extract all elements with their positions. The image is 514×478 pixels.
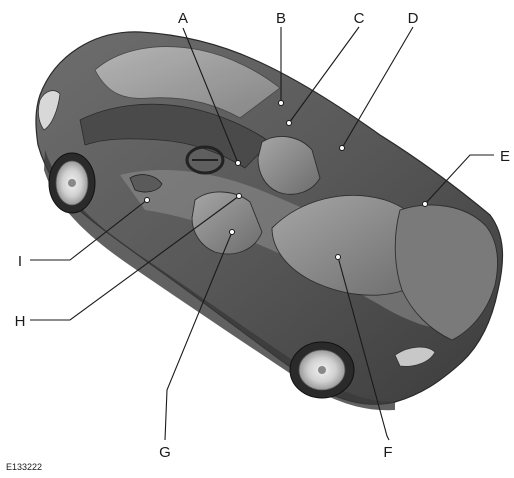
- steering-wheel: [185, 145, 225, 175]
- callout-h: H: [15, 313, 26, 330]
- side-mirror: [129, 174, 163, 193]
- front-left-seat: [191, 191, 263, 255]
- callout-a: A: [178, 10, 188, 27]
- callout-d: D: [408, 10, 419, 27]
- callout-c: C: [354, 10, 365, 27]
- callout-g: G: [159, 444, 171, 461]
- callout-f: F: [383, 444, 392, 461]
- callout-i: I: [18, 253, 22, 270]
- callout-e: E: [500, 148, 510, 165]
- figure-code: E133222: [6, 462, 42, 472]
- front-right-seat: [257, 135, 321, 195]
- car-illustration: [35, 31, 504, 411]
- rear-light: [394, 346, 436, 367]
- boot-area: [394, 204, 498, 341]
- headlight: [37, 90, 61, 131]
- callout-b: B: [276, 10, 286, 27]
- windscreen: [94, 46, 281, 119]
- callouts: A B C D E F G H I: [15, 10, 510, 461]
